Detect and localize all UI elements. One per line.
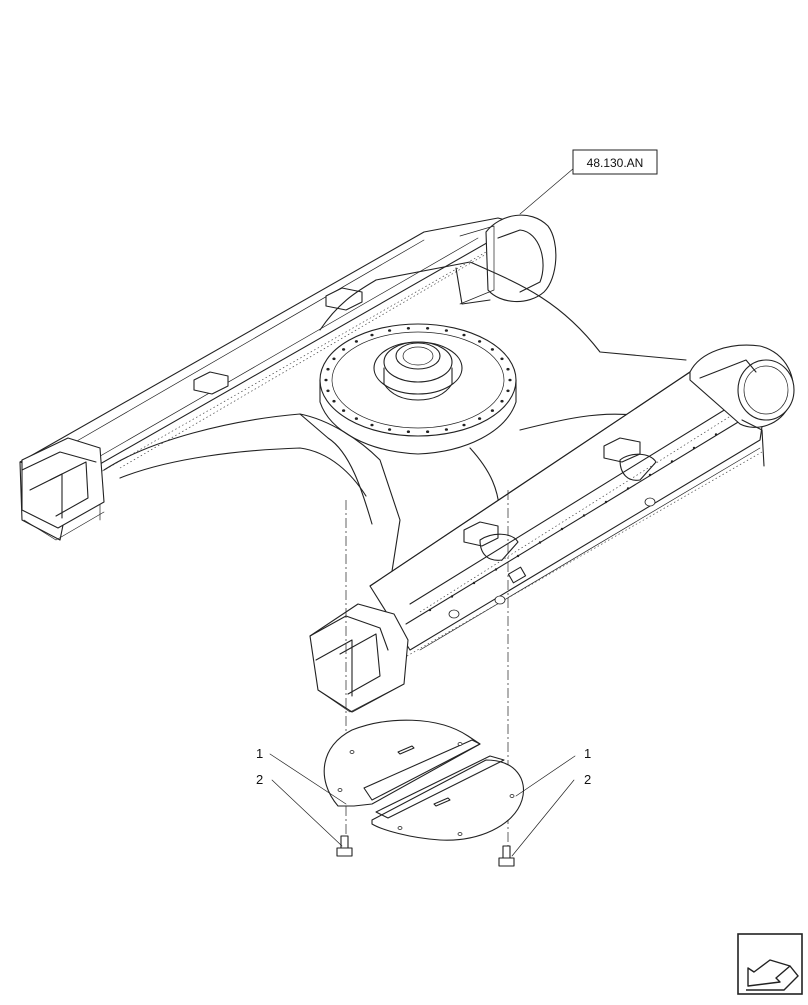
leader-lines — [269, 167, 576, 857]
bolt-hole — [370, 333, 374, 337]
bolt-hole — [326, 367, 330, 371]
frame-hole — [516, 554, 520, 558]
frame-hole — [494, 568, 498, 571]
bearing-bolt-holes — [324, 327, 512, 434]
callout-2-right: 2 — [584, 772, 591, 787]
frame-hole — [670, 460, 674, 463]
frame-hole — [648, 473, 652, 477]
bolt-hole — [342, 409, 346, 412]
cover-plates — [323, 719, 524, 841]
bolt-hole — [354, 417, 358, 420]
bolt-hole — [490, 348, 494, 351]
bolt-hole — [462, 423, 466, 427]
bolt-hole — [342, 348, 346, 351]
bolt-hole — [324, 378, 328, 382]
callout-1-right: 1 — [584, 746, 591, 761]
frame-hole — [692, 446, 696, 450]
bolt-hole — [426, 327, 430, 330]
bolt-hole — [500, 357, 504, 361]
reference-box[interactable]: 48.130.AN — [572, 149, 658, 175]
bolt-hole — [478, 340, 482, 343]
bolt-hole — [462, 333, 466, 337]
frame-hole — [582, 514, 586, 517]
bolt-hole — [332, 399, 336, 403]
bolt-hole — [326, 389, 330, 393]
bolt-hole — [506, 367, 510, 371]
bolt-hole — [490, 409, 494, 412]
bolt-hole — [506, 389, 510, 393]
bolt-hole — [406, 430, 410, 434]
bolt-hole — [478, 417, 482, 420]
frame-hole — [714, 433, 718, 436]
frame-hole — [538, 541, 542, 544]
bolt-hole — [426, 430, 430, 434]
frame-hole — [560, 527, 564, 531]
frame-hole — [626, 487, 630, 490]
bolt-hole — [406, 327, 410, 330]
bolt-hole — [500, 399, 504, 403]
reference-label[interactable]: 48.130.AN — [587, 156, 644, 170]
bolt-left — [336, 835, 353, 857]
bolt-hole — [444, 428, 448, 431]
frame-holes — [428, 433, 718, 612]
callout-2-left: 2 — [256, 772, 263, 787]
callout-1-left: 1 — [256, 746, 263, 761]
frame-hole — [428, 608, 432, 612]
bolt-hole — [370, 423, 374, 427]
bolt-hole — [444, 329, 448, 332]
arrow-icon[interactable] — [737, 933, 803, 995]
frame-hole — [604, 500, 608, 504]
bolt-hole — [354, 340, 358, 343]
bolt-hole — [388, 428, 392, 431]
frame-hole — [450, 595, 454, 598]
undercarriage-frame — [19, 214, 795, 713]
bolt-hole — [508, 378, 512, 382]
bolt-hole — [332, 357, 336, 361]
frame-hole — [472, 581, 476, 585]
bolt-right — [498, 845, 515, 867]
bolt-hole — [388, 329, 392, 332]
